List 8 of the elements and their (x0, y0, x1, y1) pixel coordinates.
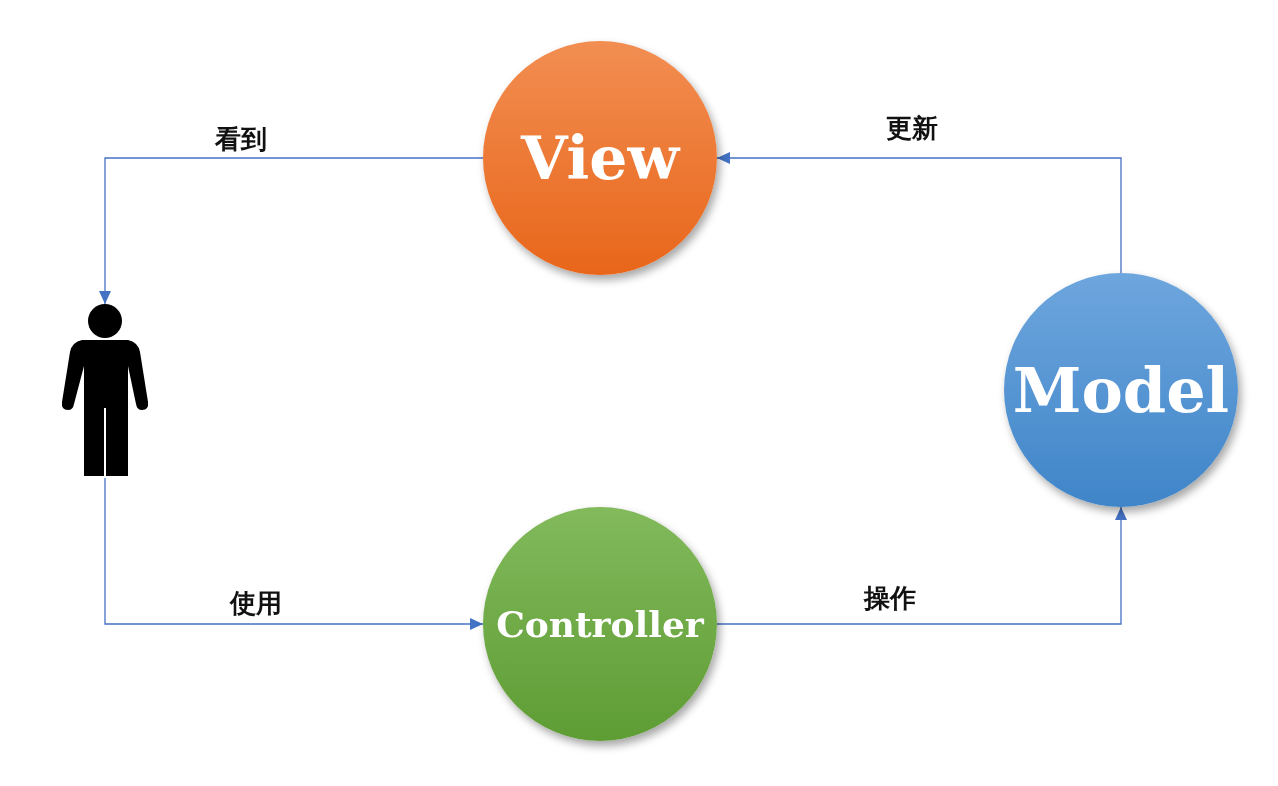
node-label: Model (1012, 353, 1230, 427)
node-label: View (520, 123, 680, 193)
connector-arrow (104, 477, 484, 630)
connector-arrow (99, 157, 484, 305)
person-icon (60, 304, 150, 478)
connector-arrow (716, 152, 1122, 274)
connector-arrow (716, 506, 1127, 625)
node-label: Controller (496, 603, 704, 645)
